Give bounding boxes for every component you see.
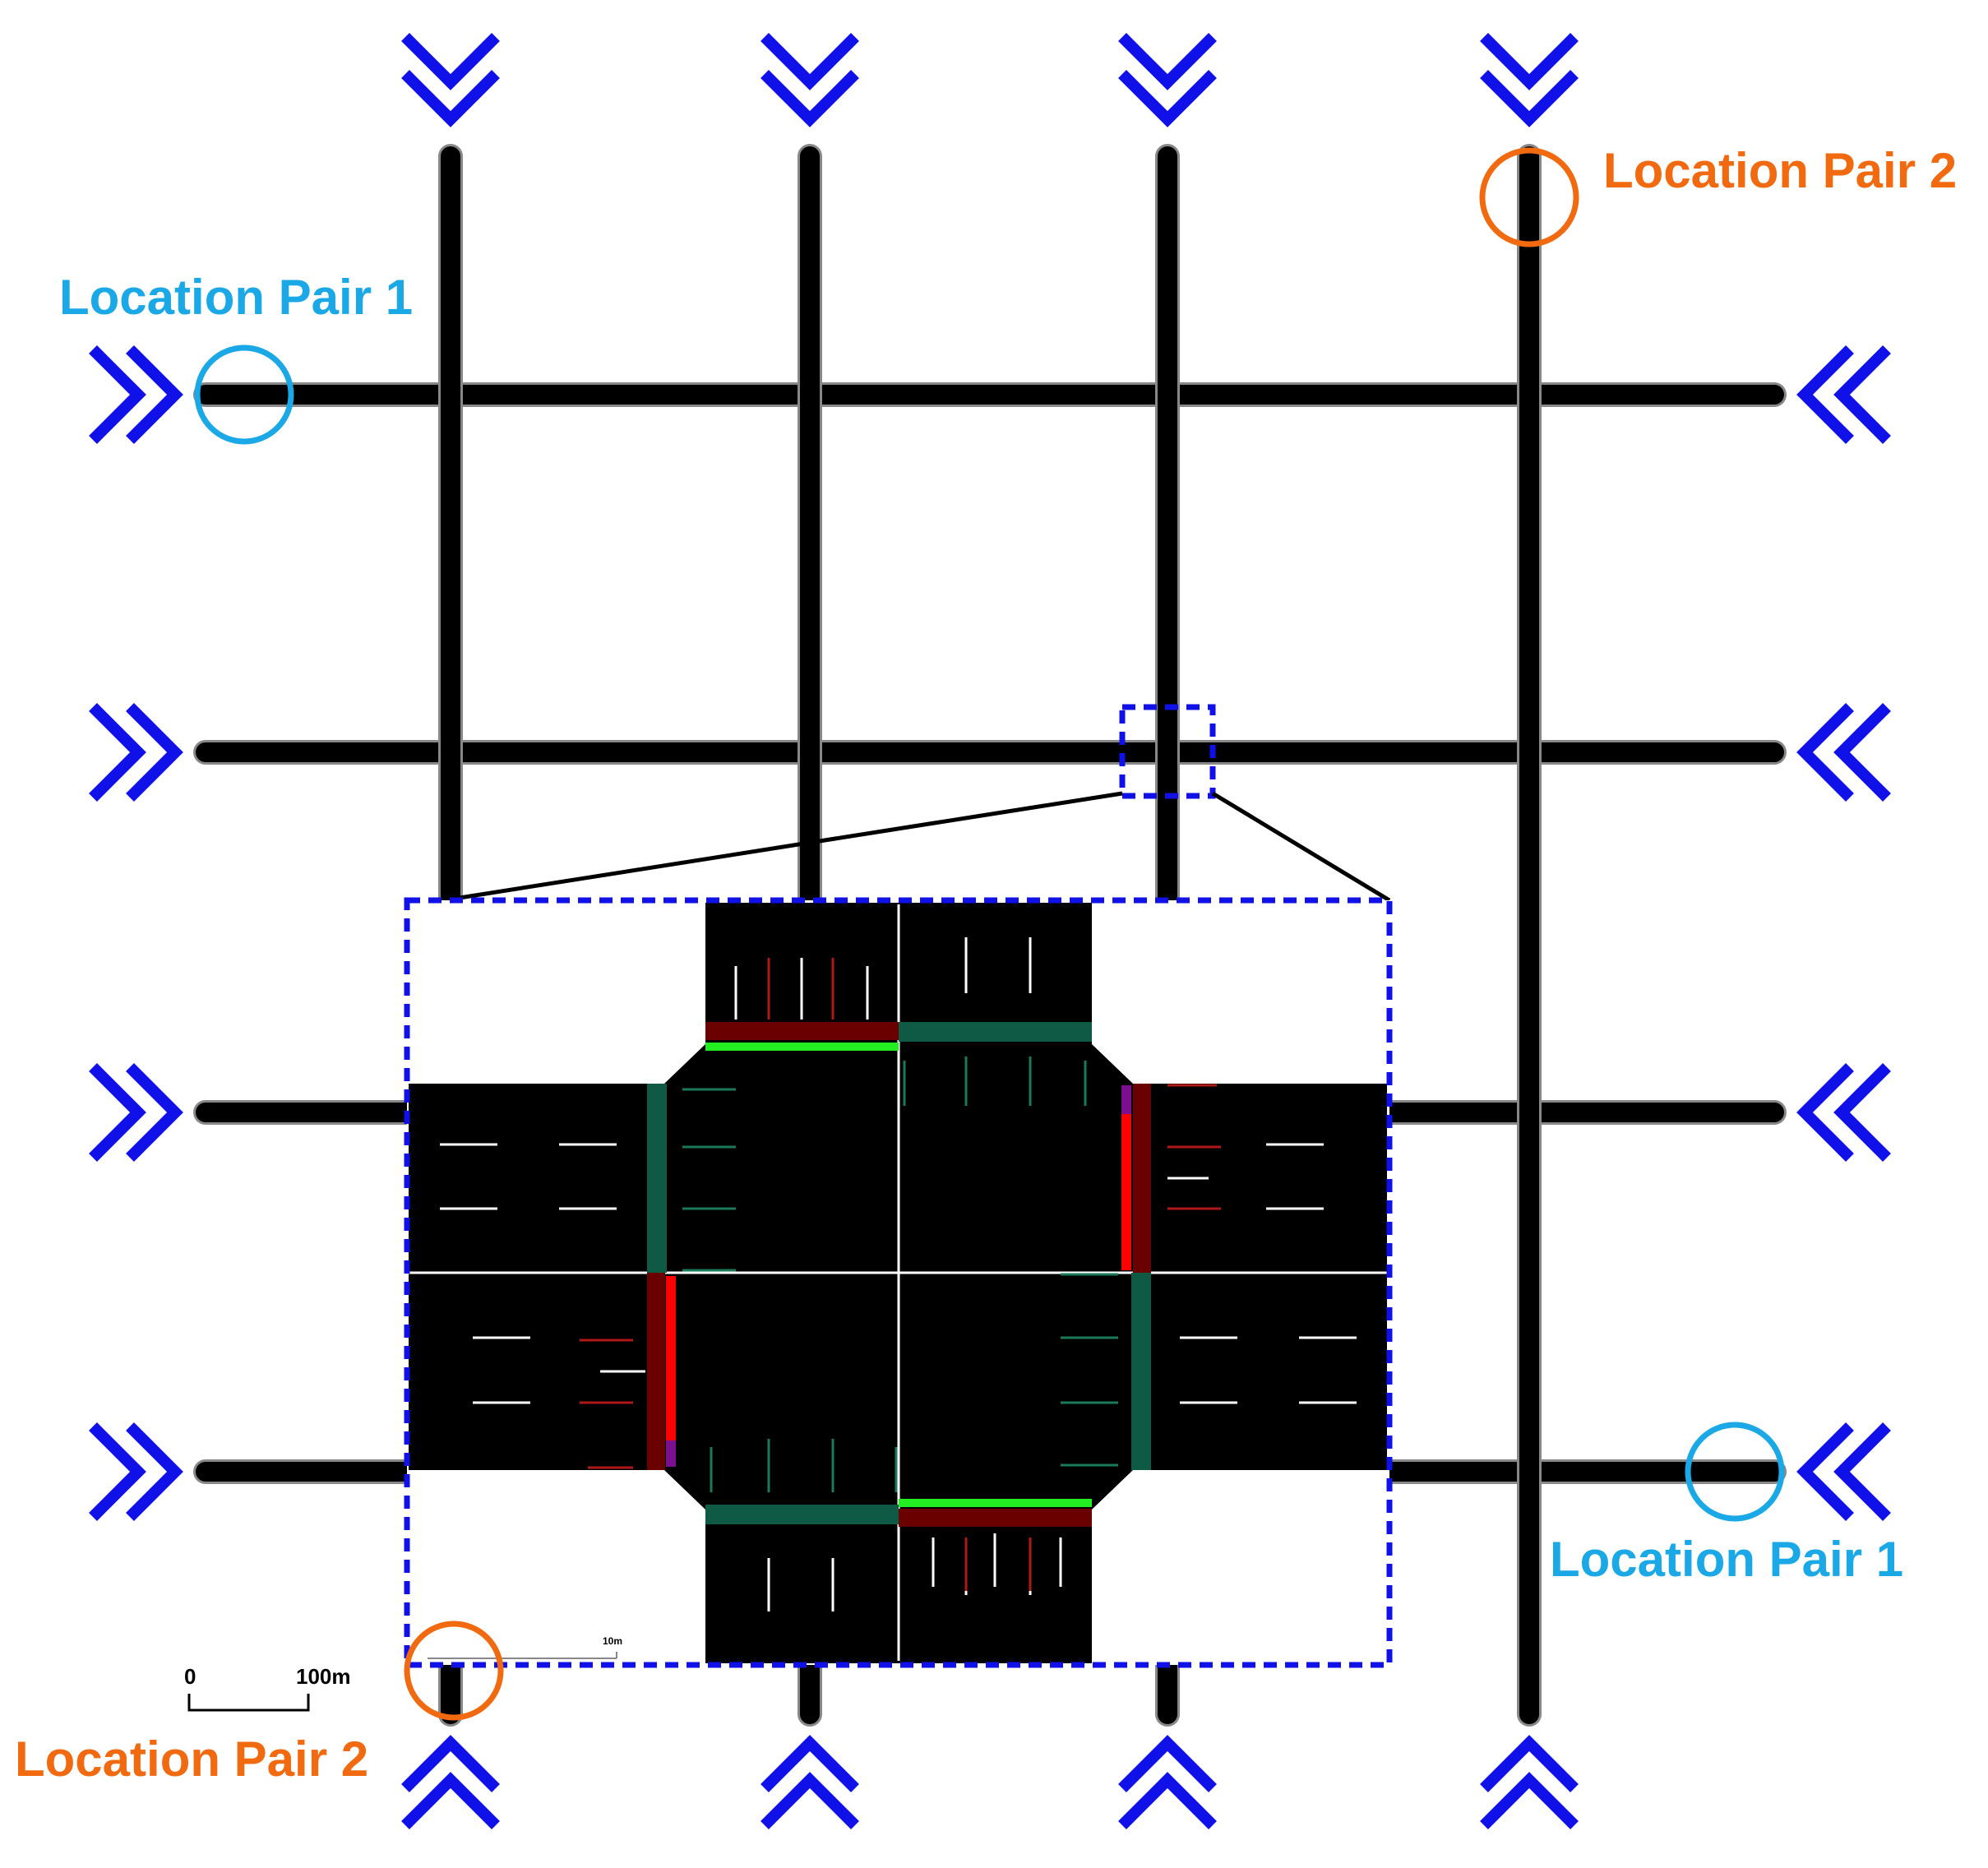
chevron-down-icon <box>405 37 496 119</box>
inset-lane-arrows <box>580 958 1221 1591</box>
chevron-right-icon <box>93 707 175 798</box>
east-exit-bar <box>1131 1273 1151 1470</box>
chevron-up-icon <box>1122 1743 1213 1825</box>
scale-bar-zero: 0 <box>184 1664 196 1689</box>
west-signal-red <box>666 1276 676 1440</box>
scale-bar <box>187 1694 310 1712</box>
west-stop-bar <box>647 1273 665 1470</box>
chevron-left-icon <box>1805 1426 1887 1517</box>
chevron-up-icon <box>765 1743 855 1825</box>
chevron-up-icon <box>405 1743 496 1825</box>
location-pair-2-label-south: Location Pair 2 <box>15 1732 368 1787</box>
chevron-down-icon <box>1484 37 1574 119</box>
location-pair-1-label-east: Location Pair 1 <box>1550 1532 1903 1587</box>
location-pair-2-label-north: Location Pair 2 <box>1603 143 1957 198</box>
zoom-connector-lines <box>443 791 1391 903</box>
location-pair-2-marker-north <box>1479 147 1579 247</box>
east-signal-red <box>1121 1114 1131 1270</box>
chevron-right-icon <box>93 349 175 440</box>
chevron-down-icon <box>765 37 855 119</box>
north-signal-green <box>705 1043 899 1051</box>
inset-scale-label: 10m <box>603 1635 622 1647</box>
east-signal-purple <box>1121 1085 1131 1114</box>
south-signal-green <box>899 1499 1092 1507</box>
location-pair-1-marker-west <box>194 344 294 445</box>
east-stop-bar <box>1133 1084 1151 1273</box>
location-pair-1-label-west: Location Pair 1 <box>59 270 413 325</box>
chevron-right-icon <box>93 1426 175 1517</box>
chevron-left-icon <box>1805 349 1887 440</box>
highlighted-intersection-box <box>1119 704 1216 799</box>
inset-signal-bars <box>647 1022 1151 1527</box>
location-markers <box>194 147 1785 1721</box>
chevron-up-icon <box>1484 1743 1574 1825</box>
location-pair-2-marker-south <box>404 1621 504 1721</box>
scale-bar-end: 100m <box>296 1664 351 1689</box>
intersection-inset: 10m <box>404 897 1393 1668</box>
south-stop-bar <box>899 1509 1092 1527</box>
north-exit-bar <box>899 1022 1092 1042</box>
inset-border <box>404 897 1393 1668</box>
chevron-left-icon <box>1805 1067 1887 1158</box>
west-exit-bar <box>647 1084 667 1273</box>
chevron-down-icon <box>1122 37 1213 119</box>
chevron-right-icon <box>93 1067 175 1158</box>
location-pair-1-marker-east <box>1685 1422 1785 1522</box>
south-exit-bar <box>705 1505 899 1524</box>
west-signal-purple <box>666 1440 676 1467</box>
inset-scale-bar <box>428 1652 617 1659</box>
chevron-left-icon <box>1805 707 1887 798</box>
north-stop-bar <box>705 1022 899 1040</box>
